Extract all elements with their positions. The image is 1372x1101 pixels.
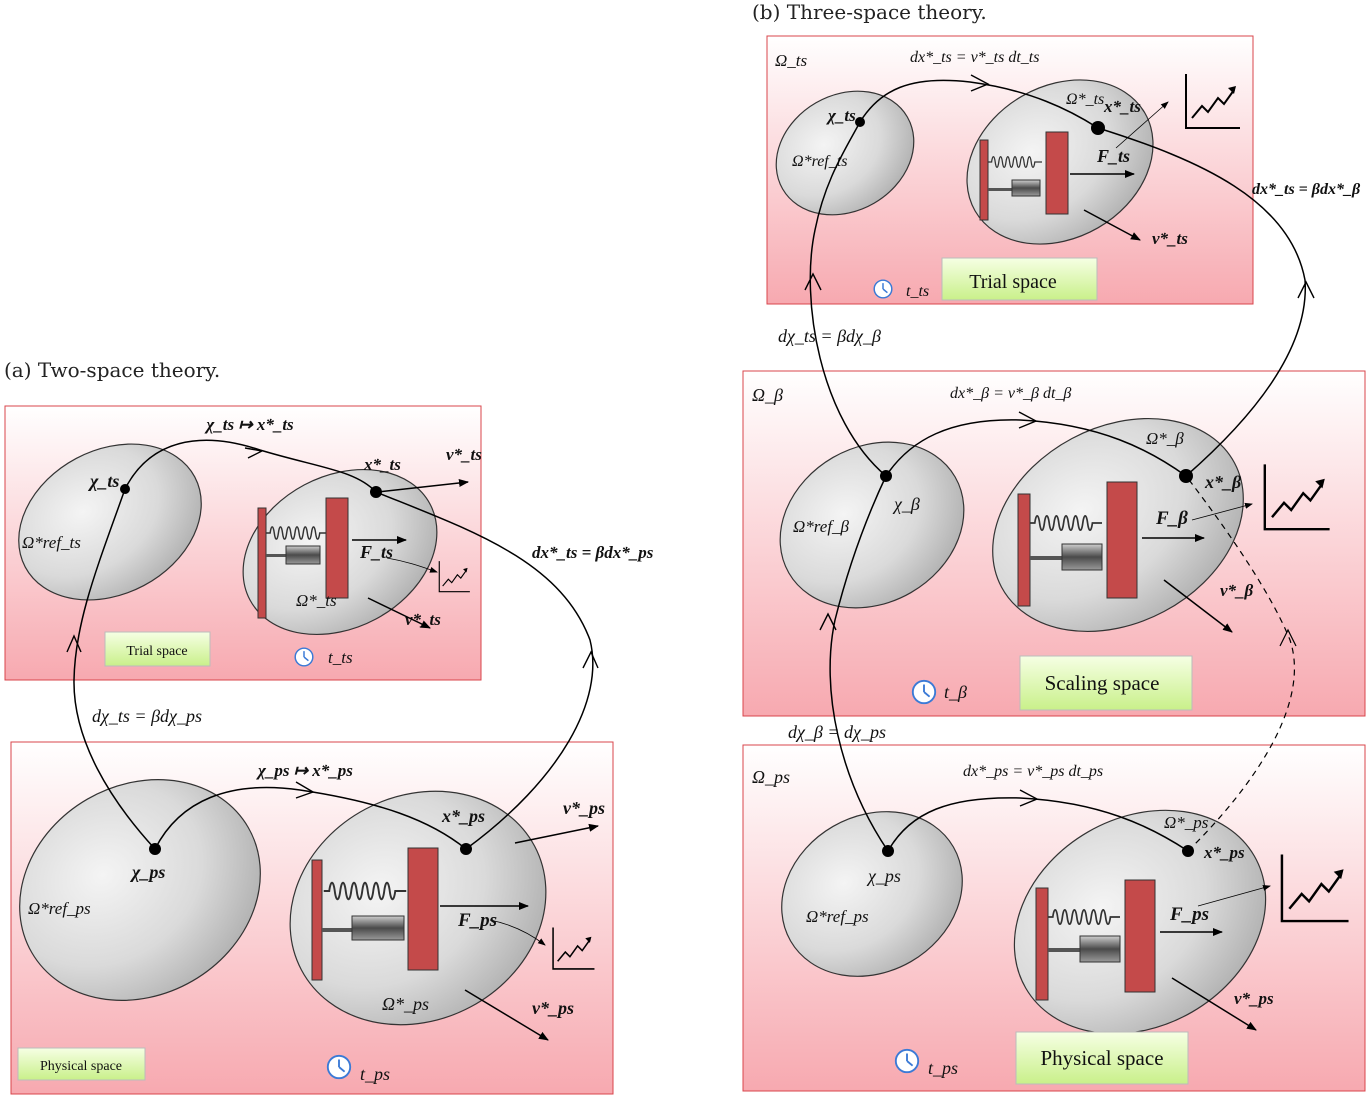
dx-label: dx*_β = v*_β dt_β [950, 385, 1071, 402]
reference-ellipse [779, 441, 965, 609]
caption-three-space: (b) Three-space theory. [752, 0, 987, 24]
spring-damper-mechanism [257, 497, 349, 619]
spring-damper-mechanism [979, 131, 1069, 221]
omega-ref-label: Ω*ref_ts [792, 153, 847, 170]
chi-label: χ_β [892, 494, 920, 514]
omega-region-label: Ω_β [752, 385, 783, 405]
clock-icon [894, 1048, 920, 1074]
force-label: F_β [1155, 508, 1188, 529]
v-star-label: v*_ts [1152, 229, 1188, 248]
two-space-connections: dχ_ts = βdχ_ps dx*_ts = βdx*_ps [66, 488, 654, 850]
trial-space-label: Trial space [126, 644, 187, 659]
spring-damper-mechanism [1035, 879, 1156, 1001]
two-space-physical-panel: Physical space t_ps χ_ps ↦ x*_ps χ_ps Ω*… [10, 741, 614, 1095]
caption-two-space: (a) Two-space theory. [4, 358, 221, 382]
x-star-label: x*_ts [363, 455, 401, 474]
reference-ellipse [775, 90, 915, 216]
time-label: t_β [944, 682, 967, 702]
force-label: F_ps [1169, 904, 1209, 925]
time-label: t_ps [928, 1058, 958, 1078]
v-star-label-2: v*_ps [532, 998, 574, 1018]
reference-ellipse [19, 779, 261, 1001]
omega-region-label: Ω_ps [752, 767, 790, 787]
three-space-physical-panel: Physical space t_ps Ω_ps dx*_ps = v*_ps … [742, 744, 1366, 1092]
omega-ref-label: Ω*ref_ps [806, 907, 869, 926]
dx-label: dx*_ts = v*_ts dt_ts [910, 49, 1039, 66]
x-star-label: x*_ps [441, 806, 485, 826]
omega-label: Ω*_β [1146, 429, 1184, 448]
dchi-beta-relation: dχ_β = dχ_ps [788, 722, 886, 742]
omega-region-label: Ω_ts [775, 51, 808, 70]
x-star-label: x*_β [1204, 472, 1242, 492]
two-space-trial-panel: Trial space t_ts χ_ts ↦ x*_ts χ_ts Ω*ref… [4, 405, 482, 681]
dx-label: dx*_ps = v*_ps dt_ps [963, 763, 1103, 780]
v-star-label: v*_ps [563, 798, 605, 818]
time-label: t_ps [360, 1064, 390, 1084]
reference-ellipse [781, 811, 963, 977]
trial-space-label: Trial space [969, 271, 1057, 293]
spring-damper-mechanism [311, 847, 439, 981]
omega-ref-label: Ω*ref_β [793, 517, 850, 536]
force-label: F_ps [457, 910, 497, 931]
force-label: F_ts [1096, 146, 1130, 166]
physical-space-label: Physical space [1040, 1046, 1163, 1070]
time-label: t_ts [906, 283, 929, 300]
v-star-label: v*_ts [446, 445, 482, 464]
omega-label: Ω*_ps [1164, 813, 1209, 832]
dchi-relation: dχ_ts = βdχ_ps [92, 706, 202, 726]
spring-damper-mechanism [1017, 481, 1138, 607]
physical-space-label: Physical space [40, 1059, 122, 1074]
clock-icon [911, 679, 937, 705]
chi-label: χ_ts [87, 471, 119, 491]
clock-icon [873, 279, 893, 299]
omega-ref-label: Ω*ref_ts [22, 533, 81, 552]
omega-label: Ω*_ts [296, 591, 337, 610]
v-star-label: v*_ps [1234, 989, 1274, 1008]
chi-label: χ_ts [826, 106, 856, 125]
three-space-scaling-panel: Scaling space t_β Ω_β dx*_β = v*_β dt_β … [742, 370, 1366, 717]
scaling-space-label: Scaling space [1045, 671, 1160, 695]
omega-ref-label: Ω*ref_ps [28, 899, 91, 918]
v-star-label: v*_β [1220, 581, 1254, 600]
map-label: χ_ps ↦ x*_ps [256, 761, 353, 780]
x-star-label: x*_ts [1103, 97, 1141, 116]
omega-label: Ω*_ts [1066, 91, 1104, 108]
v-star-label-2: v*_ts [405, 610, 441, 629]
x-star-label: x*_ps [1203, 843, 1245, 862]
dchi-ts-relation: dχ_ts = βdχ_β [778, 326, 881, 346]
time-label: t_ts [328, 648, 353, 667]
dx-relation: dx*_ts = βdx*_β [1252, 181, 1361, 198]
reference-ellipse [18, 443, 202, 601]
clock-icon [294, 647, 314, 667]
three-space-trial-panel: Trial space t_ts Ω_ts dx*_ts = v*_ts dt_… [766, 35, 1254, 305]
dx-relation: dx*_ts = βdx*_ps [532, 543, 654, 562]
clock-icon [326, 1054, 352, 1080]
three-space-connections: dχ_ts = βdχ_β dχ_β = dχ_ps dx*_ts = βdx*… [778, 121, 1361, 852]
map-label: χ_ts ↦ x*_ts [204, 415, 294, 434]
omega-label: Ω*_ps [382, 994, 429, 1014]
force-label: F_ts [359, 542, 393, 562]
chi-label: χ_ps [866, 866, 901, 886]
chi-label: χ_ps [129, 862, 165, 882]
